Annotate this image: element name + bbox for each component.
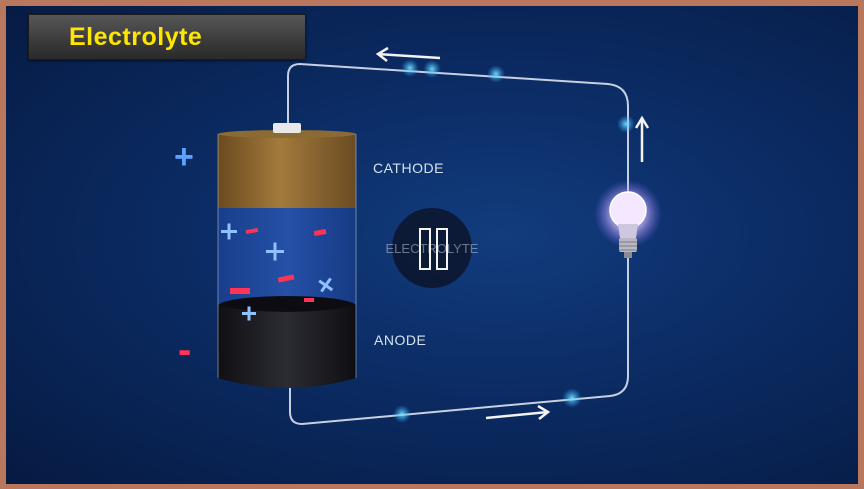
- positive-terminal-symbol: +: [174, 138, 195, 176]
- cathode-label: CATHODE: [373, 160, 444, 176]
- electrolyte-label: ELECTROLYTE: [385, 241, 479, 256]
- anode-label: ANODE: [374, 332, 427, 348]
- negative-ions: [230, 227, 327, 302]
- positive-ions: [221, 223, 334, 321]
- pause-bar-right: [436, 228, 448, 270]
- animation-frame: Electrolyte + - CATHODE ANODE ELECTROLYT…: [6, 6, 858, 484]
- pause-bar-left: [419, 228, 431, 270]
- title-banner: Electrolyte: [28, 14, 306, 60]
- light-bulb-icon: [594, 180, 662, 258]
- arrow-up-icon: [634, 115, 650, 162]
- arrow-right-icon: [485, 404, 551, 420]
- battery: [217, 123, 357, 388]
- pause-button[interactable]: ELECTROLYTE: [386, 208, 478, 288]
- battery-circuit-illustration: [217, 46, 662, 426]
- arrow-left-icon: [375, 46, 441, 62]
- negative-terminal-symbol: -: [178, 328, 192, 372]
- page-title: Electrolyte: [69, 23, 203, 51]
